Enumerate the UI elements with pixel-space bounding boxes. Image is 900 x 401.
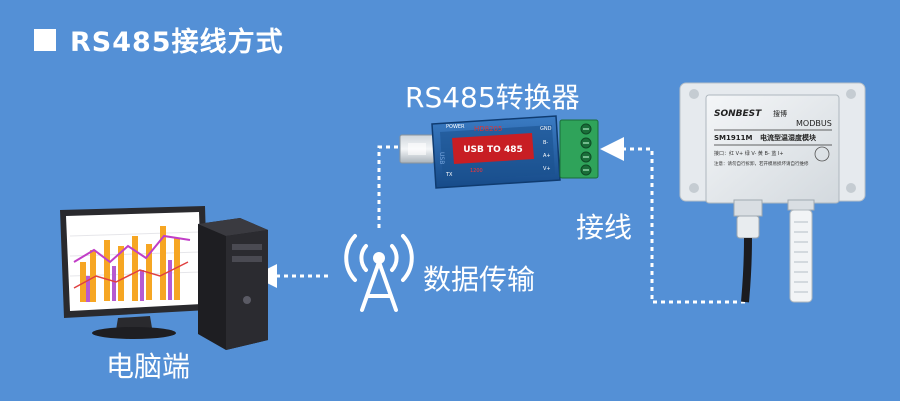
heading-square-icon [34, 28, 56, 51]
sensor-wiring-line: 接口：红 V+ 绿 V- 黄 B- 蓝 I+ [714, 150, 784, 157]
converter-b: B- [543, 140, 548, 146]
converter-a: A+ [543, 153, 551, 159]
sensor-module: SONBEST 搜博 MODBUS SM1911M 电流型温湿度模块 接口：红 … [679, 82, 866, 303]
antenna-icon [344, 234, 414, 312]
converter-usb-side: USB [438, 152, 445, 164]
rs485-converter: USB TO 485 HD8205 POWER TX 1200 USB GND … [399, 115, 599, 189]
converter-rate: 1200 [470, 168, 483, 174]
sensor-brand-cn: 搜博 [773, 109, 787, 118]
wiring-label: 接线 [576, 211, 633, 244]
pc-tower-icon [198, 218, 268, 350]
pc-label: 电脑端 [106, 350, 191, 383]
sensor-name: 电流型温湿度模块 [760, 133, 817, 142]
converter-model: HD8205 [474, 125, 502, 133]
data-transfer-label: 数据传输 [423, 263, 536, 296]
sensor-brand: SONBEST [714, 109, 762, 119]
converter-label: RS485转换器 [405, 81, 580, 114]
monitor-icon [60, 206, 208, 339]
converter-tx: TX [445, 172, 453, 178]
converter-v: V+ [543, 166, 551, 172]
converter-power: POWER [446, 124, 465, 130]
line-sensor-to-converter [600, 137, 745, 304]
sensor-model: SM1911M [714, 134, 752, 142]
connection-lines [253, 137, 745, 304]
diagram-heading: RS485接线方式 [34, 20, 284, 59]
converter-port-text: USB TO 485 [463, 145, 523, 155]
sensor-protocol: MODBUS [796, 119, 832, 128]
converter-gnd: GND [540, 126, 552, 132]
line-converter-to-antenna [377, 145, 398, 230]
sensor-note: 注意：请勿自行拆卸，若开模易损坏请自行维修 [714, 160, 809, 167]
diagram-title: RS485接线方式 [70, 27, 284, 58]
